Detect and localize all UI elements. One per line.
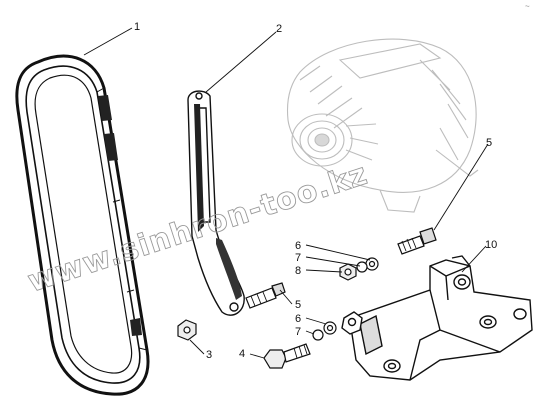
drive-belt [15,54,150,396]
callout-washer-7-lower: 7 [295,326,301,338]
washer-group-lower [312,321,337,341]
leader-line-stud-lower [279,289,293,305]
callout-washer-7: 7 [295,252,301,264]
stud-upper [397,227,437,255]
callout-belt: 1 [134,21,140,33]
callout-tension-bar: 2 [276,23,282,35]
leader-line-washer-7-lower [305,330,315,335]
leader-line-tension-bar [205,31,277,93]
callout-washer-6-lower: 6 [295,313,301,325]
leader-line-bolt [249,353,265,359]
callout-stud-lower: 5 [295,299,301,311]
corner-mark: ~ [525,2,530,11]
callout-bracket: 10 [485,239,497,251]
leader-line-washer-7 [305,256,361,267]
leader-line-stud-upper [433,143,489,231]
tension-bar [187,90,245,316]
stud-lower [245,282,286,309]
alternator [286,38,479,213]
callout-nut-8: 8 [295,265,301,277]
leader-line-washer-6-lower [305,317,327,325]
leader-line-belt [83,27,133,56]
leader-line-washer-6 [305,244,371,261]
hex-bolt [263,343,311,369]
callout-bolt: 4 [239,348,245,360]
washer-nut-group-upper [339,257,379,281]
mounting-bracket [341,255,533,381]
leader-line-nut [189,339,205,355]
hex-nut [177,319,197,341]
leader-line-nut-8 [305,269,343,273]
callout-washer-6: 6 [295,240,301,252]
leader-line-bracket [461,245,487,273]
callout-nut: 3 [206,349,212,361]
callout-stud-upper: 5 [486,137,492,149]
